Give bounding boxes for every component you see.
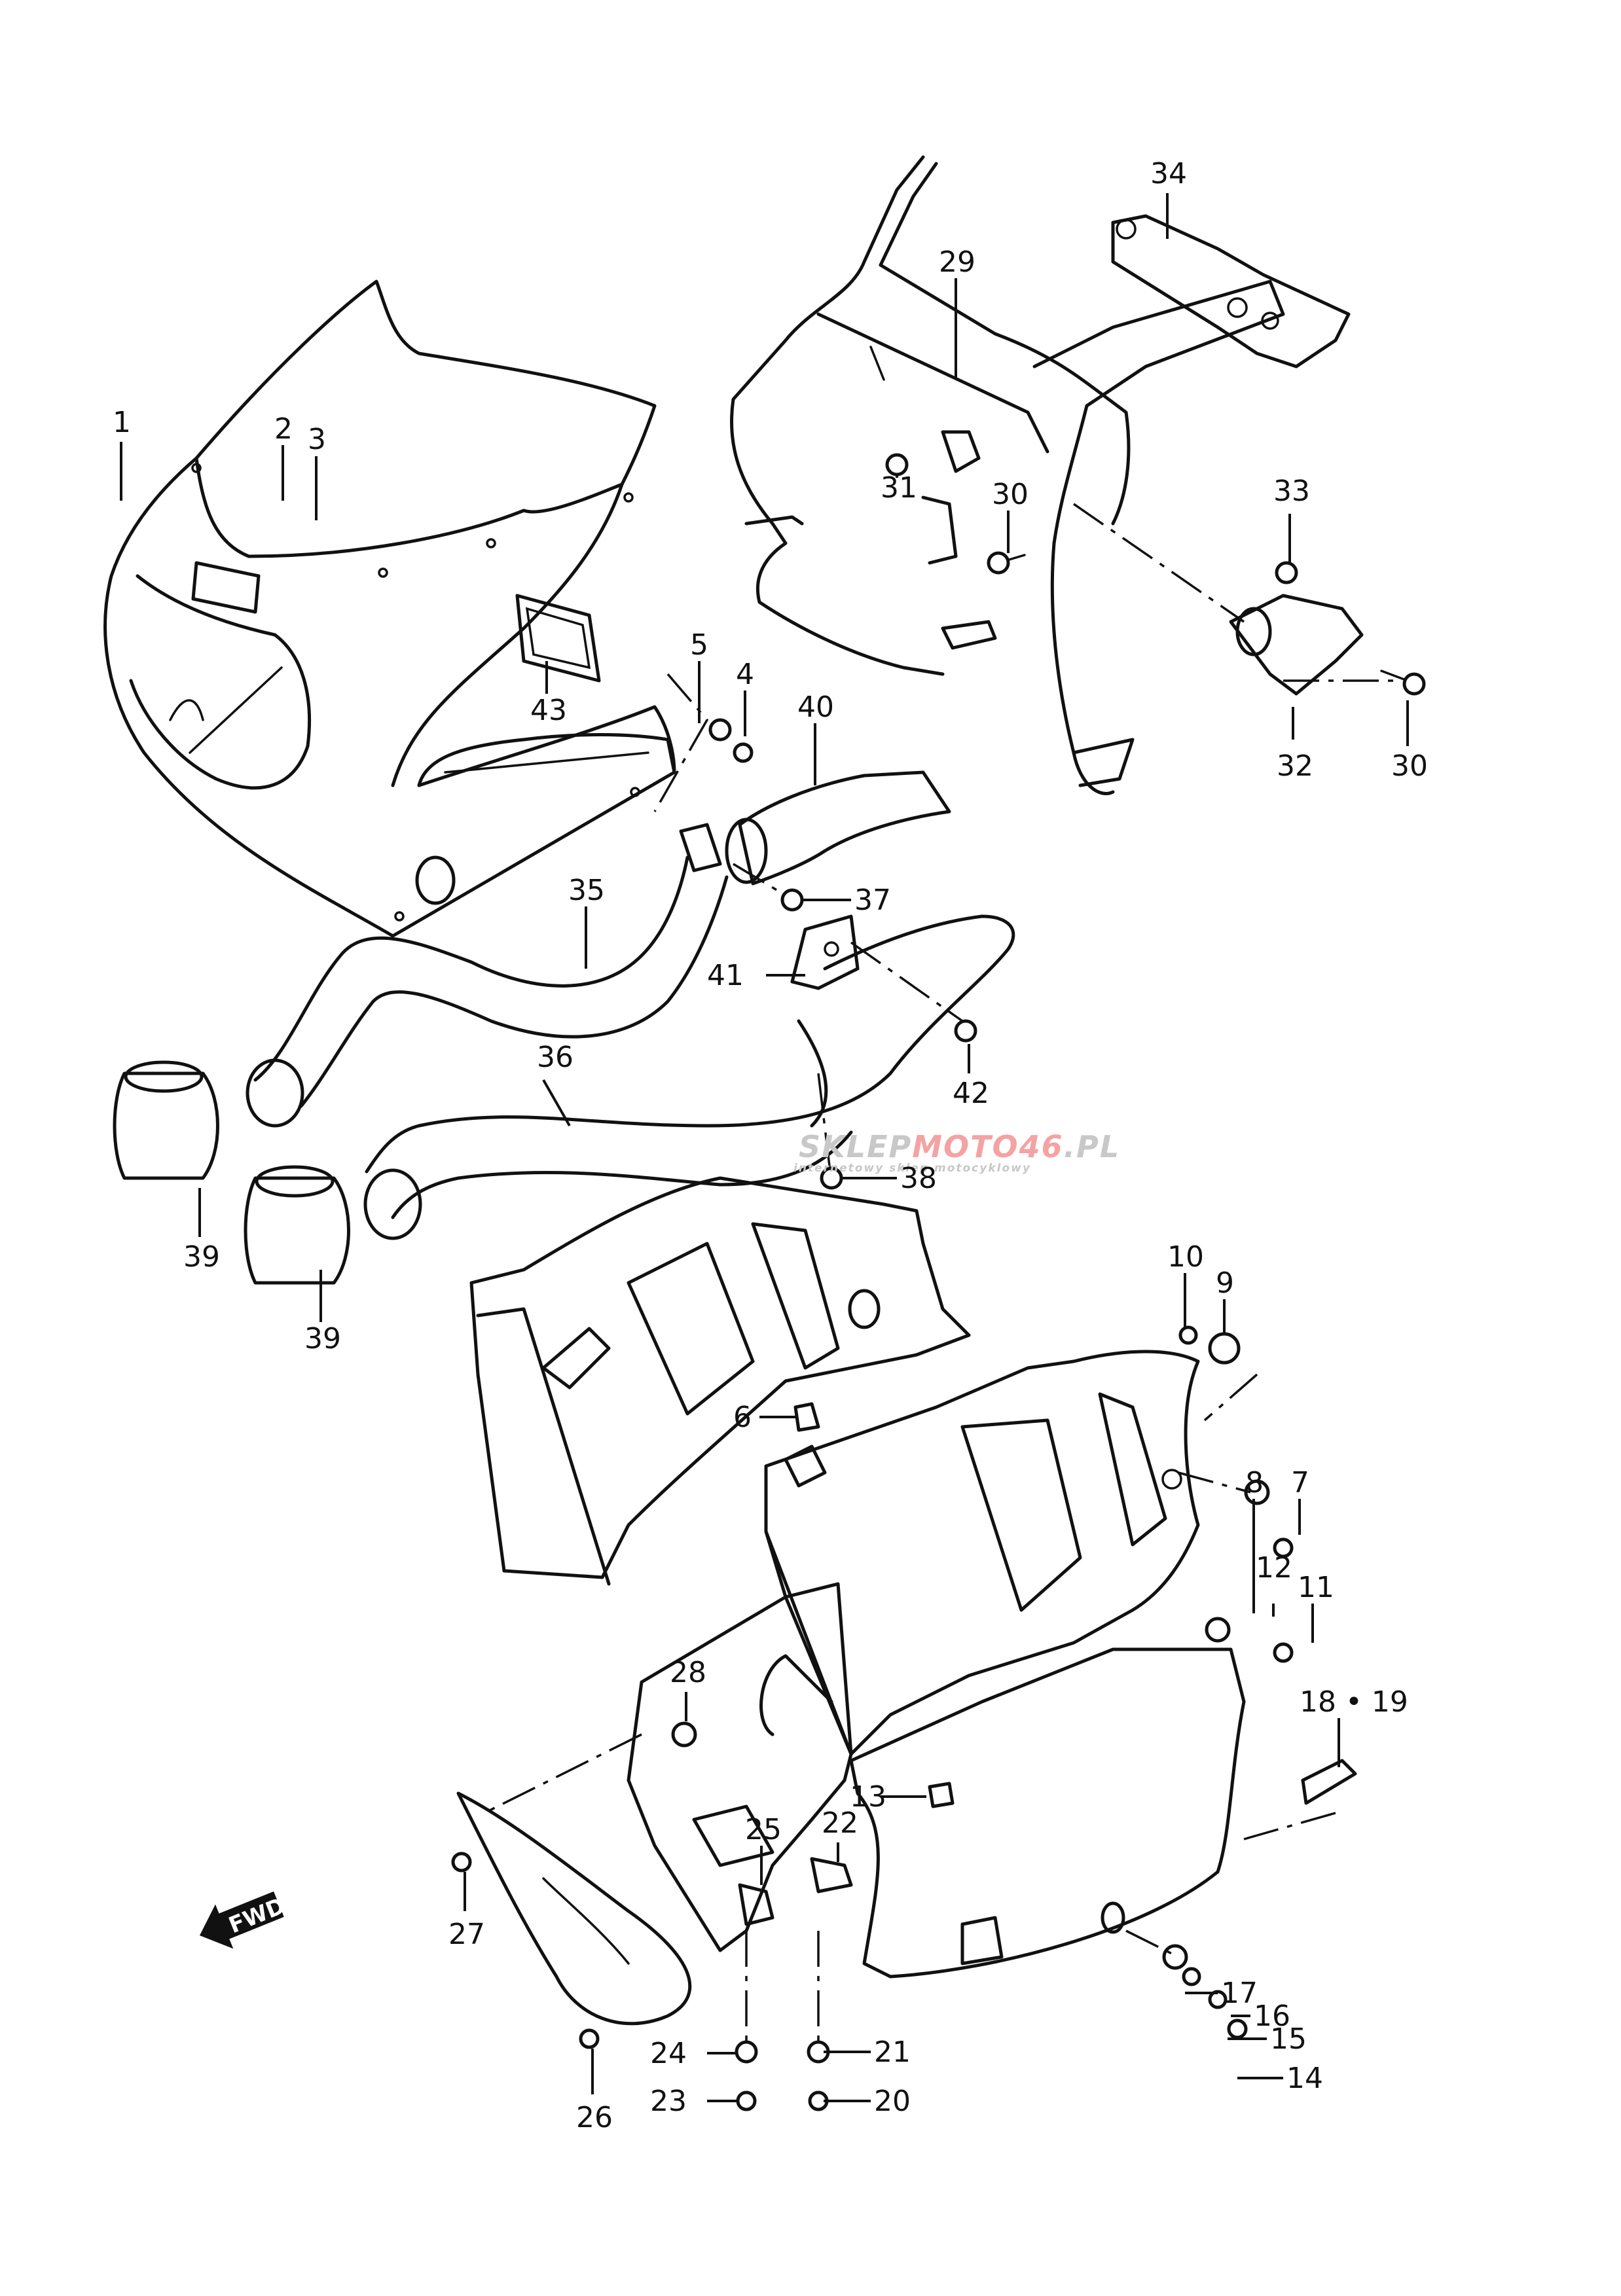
callout-30-upper: 30 bbox=[992, 478, 1029, 511]
callout-42: 42 bbox=[953, 1077, 989, 1110]
callout-6: 6 bbox=[733, 1401, 752, 1434]
part-39-couplers bbox=[113, 1060, 350, 1285]
callout-21: 21 bbox=[874, 2036, 911, 2069]
callout-37: 37 bbox=[854, 884, 891, 917]
part-32-bracket bbox=[1229, 594, 1364, 696]
callout-13: 13 bbox=[850, 1780, 886, 1814]
callout-39-upper: 39 bbox=[183, 1240, 220, 1274]
callout-16: 16 bbox=[1254, 2000, 1290, 2033]
callout-34: 34 bbox=[1150, 157, 1187, 190]
callout-11: 11 bbox=[1298, 1571, 1334, 1604]
inner-cowling-left bbox=[469, 1176, 971, 1586]
callout-32: 32 bbox=[1277, 749, 1313, 783]
watermark-brand-gray: SKLEP bbox=[799, 1129, 912, 1164]
callout-31: 31 bbox=[881, 471, 917, 505]
callout-15: 15 bbox=[1270, 2022, 1307, 2056]
callout-25: 25 bbox=[745, 1813, 782, 1846]
callout-17: 17 bbox=[1221, 1977, 1258, 2010]
callout-30-lower: 30 bbox=[1391, 749, 1428, 783]
callout-3: 3 bbox=[308, 423, 326, 456]
callout-29: 29 bbox=[939, 245, 975, 279]
small-brackets bbox=[679, 718, 977, 1190]
part-35-hose bbox=[246, 855, 729, 1128]
callout-20: 20 bbox=[874, 2085, 911, 2118]
fwd-direction-arrow: FWD bbox=[199, 1891, 289, 1949]
under-cowling-right bbox=[764, 1350, 1200, 1756]
callout-2: 2 bbox=[274, 412, 293, 446]
watermark-tagline: internetowy sklep motocyklowy bbox=[793, 1162, 1031, 1175]
part-29-bracket bbox=[730, 155, 1285, 795]
watermark: SKLEPMOTO46.PL internetowy sklep motocyk… bbox=[793, 1129, 1120, 1175]
callout-38: 38 bbox=[900, 1162, 937, 1195]
side-panel bbox=[456, 1791, 692, 2026]
lower-cowling bbox=[627, 1582, 1246, 1979]
callout-7: 7 bbox=[1291, 1466, 1309, 1499]
callouts: 1 2 3 4 5 6 7 8 9 10 11 12 13 14 15 16 1… bbox=[113, 157, 1428, 2134]
small-clips bbox=[738, 1759, 1357, 1926]
part-36-hose bbox=[363, 914, 1015, 1240]
callout-10: 10 bbox=[1167, 1240, 1204, 1274]
callout-5: 5 bbox=[690, 628, 708, 662]
callout-14: 14 bbox=[1286, 2062, 1323, 2095]
watermark-brand-red: MOTO46 bbox=[912, 1129, 1063, 1164]
callout-39-lower: 39 bbox=[304, 1322, 341, 1355]
callout-leaders bbox=[120, 193, 1409, 2102]
callout-9: 9 bbox=[1216, 1266, 1234, 1300]
callout-27: 27 bbox=[448, 1918, 485, 1951]
callout-36: 36 bbox=[537, 1041, 574, 1074]
part-34-plate bbox=[1111, 214, 1351, 368]
fasteners-lower bbox=[451, 1325, 1294, 2111]
callout-22: 22 bbox=[822, 1806, 858, 1840]
svg-text:SKLEPMOTO46.PL: SKLEPMOTO46.PL bbox=[799, 1129, 1120, 1164]
upper-cowling bbox=[103, 279, 676, 938]
callout-43: 43 bbox=[530, 694, 567, 727]
callout-33: 33 bbox=[1273, 475, 1310, 508]
callout-40: 40 bbox=[797, 691, 834, 724]
callout-12: 12 bbox=[1256, 1551, 1292, 1585]
callout-26: 26 bbox=[576, 2101, 613, 2134]
callout-8: 8 bbox=[1245, 1466, 1264, 1499]
callout-35: 35 bbox=[568, 874, 605, 907]
callout-18-19: 18 • 19 bbox=[1300, 1685, 1408, 1719]
watermark-brand-suffix: .PL bbox=[1064, 1129, 1121, 1164]
bolts-frame bbox=[885, 453, 1426, 696]
callout-24: 24 bbox=[650, 2037, 687, 2070]
callout-41: 41 bbox=[707, 959, 744, 992]
callout-23: 23 bbox=[650, 2085, 687, 2118]
callout-4: 4 bbox=[736, 658, 754, 691]
part-40-duct bbox=[725, 770, 951, 886]
callout-1: 1 bbox=[113, 406, 131, 439]
part-43-vent bbox=[515, 594, 601, 683]
callout-28: 28 bbox=[670, 1656, 706, 1689]
